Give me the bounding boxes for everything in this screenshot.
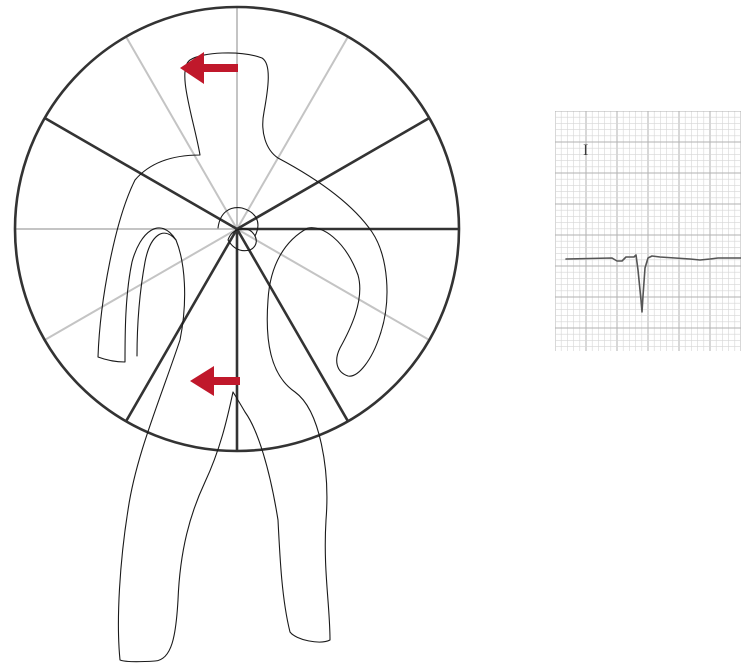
ecg-strip: I [555,111,741,351]
spoke-150deg [45,229,237,340]
lower-left-arrow-icon [190,366,240,396]
head-and-torso-outline [98,53,387,662]
top-left-arrow-icon [180,52,238,84]
left-arm-inner-outline [137,233,176,356]
dark-spokes [45,118,459,451]
body-outline [98,53,387,662]
spoke-30deg [237,229,429,340]
spoke-300deg [237,37,348,229]
spoke-330deg [237,118,429,229]
lead-label: I [583,142,588,159]
spoke-60deg [237,229,348,421]
